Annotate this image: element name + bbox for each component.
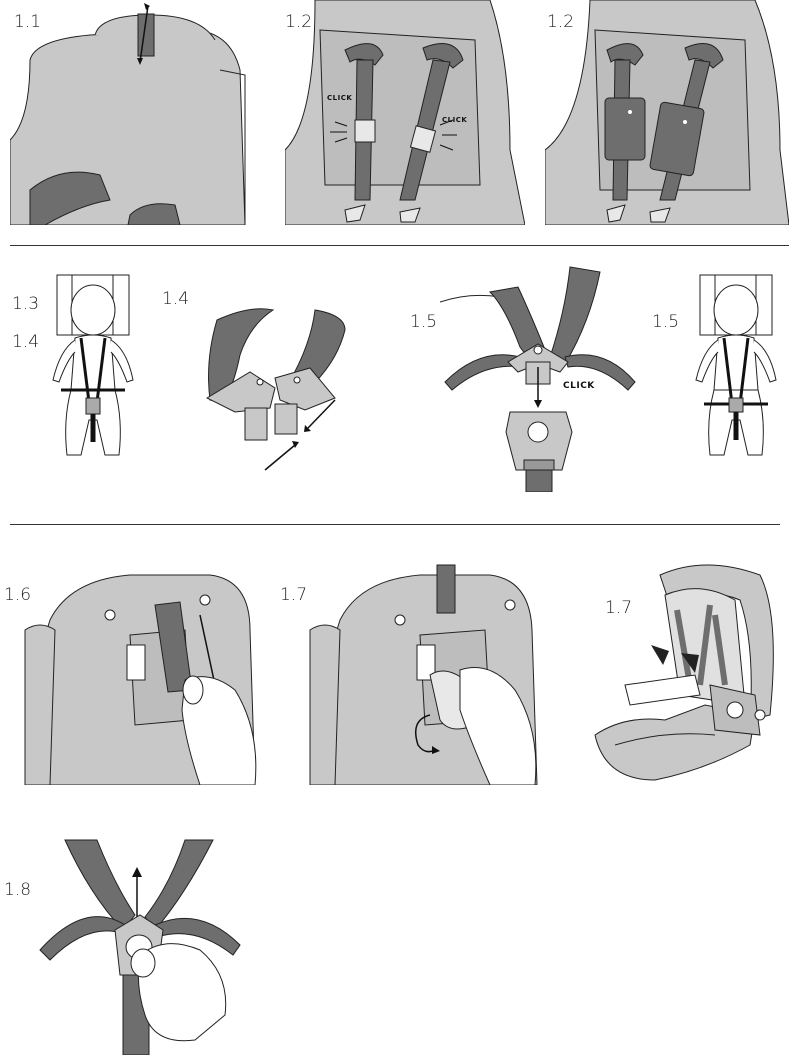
illustration-buckle-release (39, 839, 241, 1055)
step-label-1-5b: 1.5 (652, 312, 680, 332)
illustration-shoulder-pads-fitted (545, 0, 789, 225)
section-divider-2 (10, 524, 780, 525)
illustration-child-harness-fastened (695, 274, 777, 456)
illustration-strap-pull-through (309, 564, 538, 785)
illustration-shoulder-pads-click (285, 0, 525, 225)
step-label-1-4b: 1.4 (162, 289, 190, 309)
step-label-1-6: 1.6 (4, 585, 32, 605)
illustration-buckle-insert-click (440, 266, 636, 492)
step-label-1-3: 1.3 (12, 294, 40, 314)
section-divider-1 (10, 245, 789, 246)
step-label-1-2a: 1.2 (285, 12, 313, 32)
step-label-1-4a: 1.4 (12, 332, 40, 352)
step-label-1-5a: 1.5 (410, 312, 438, 332)
click-label-left: CLICK (327, 94, 353, 102)
illustration-seat-unit-harness (594, 564, 774, 781)
step-label-1-8: 1.8 (4, 880, 32, 900)
illustration-child-harness-front (52, 274, 134, 456)
click-label-buckle: CLICK (563, 381, 595, 391)
illustration-headrest-adjust (10, 3, 246, 225)
illustration-strap-thread-back (24, 574, 257, 785)
step-label-1-2b: 1.2 (547, 12, 575, 32)
illustration-buckle-tongues-join (205, 308, 346, 471)
step-label-1-7b: 1.7 (605, 598, 633, 618)
step-label-1-1: 1.1 (14, 12, 42, 32)
click-label-right: CLICK (442, 116, 468, 124)
step-label-1-7a: 1.7 (280, 585, 308, 605)
